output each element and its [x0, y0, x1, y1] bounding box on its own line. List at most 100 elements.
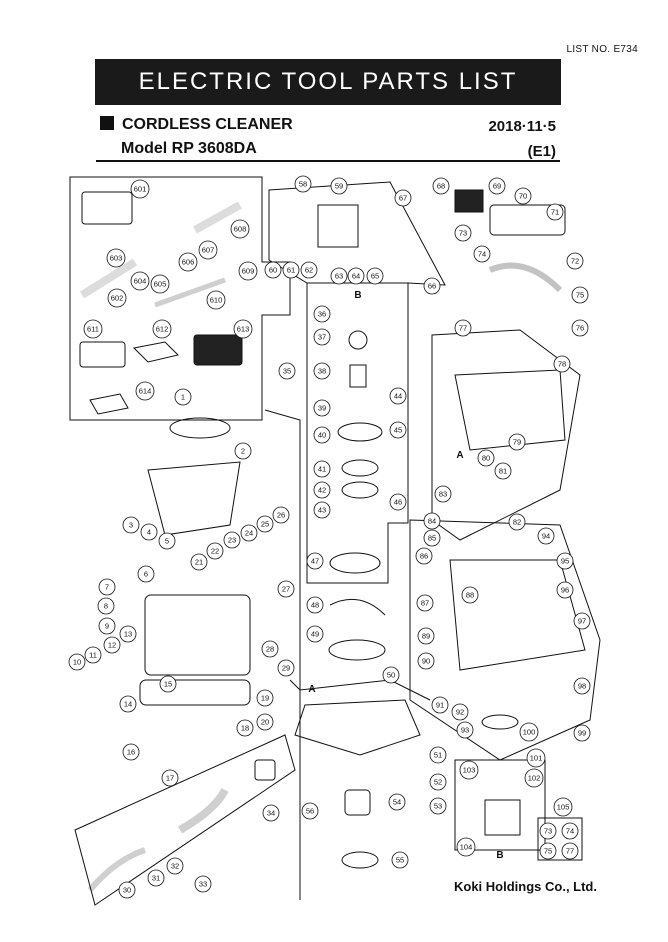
callout-circle	[417, 627, 435, 645]
base-leader-line	[289, 679, 431, 701]
part-number-75: 75	[544, 847, 552, 856]
part-sketch	[484, 799, 521, 836]
part-number-37: 37	[318, 333, 326, 342]
company-name: Koki Holdings Co., Ltd.	[454, 879, 597, 894]
part-number-56: 56	[306, 807, 314, 816]
part-number-14: 14	[124, 700, 132, 709]
part-number-45: 45	[394, 426, 402, 435]
part-number-12: 12	[108, 641, 116, 650]
part-number-31: 31	[152, 874, 160, 883]
callout-circle	[423, 512, 441, 530]
part-number-22: 22	[211, 547, 219, 556]
callout-circle	[454, 224, 472, 242]
part-number-1: 1	[181, 393, 185, 402]
part-sketch	[454, 189, 484, 213]
part-number-70: 70	[519, 192, 527, 201]
callout-circle	[122, 743, 140, 761]
part-number-98: 98	[578, 682, 586, 691]
callout-circle	[330, 177, 348, 195]
callout-circle	[264, 261, 282, 279]
part-sketch	[481, 714, 519, 730]
part-number-20: 20	[261, 718, 269, 727]
part-sketch	[317, 204, 359, 248]
callout-circle	[223, 531, 241, 549]
callout-circle	[556, 581, 574, 599]
callout-circle	[233, 319, 253, 339]
part-number-24: 24	[245, 529, 253, 538]
part-number-612: 612	[156, 325, 169, 334]
part-number-96: 96	[561, 586, 569, 595]
part-number-41: 41	[318, 465, 326, 474]
callout-circle	[415, 547, 433, 565]
callout-circle	[508, 513, 526, 531]
callout-circle	[306, 552, 324, 570]
part-number-28: 28	[266, 645, 274, 654]
part-sketch	[489, 204, 566, 236]
part-number-43: 43	[318, 506, 326, 515]
part-sketch	[337, 422, 383, 442]
part-sketch	[488, 262, 563, 293]
part-number-82: 82	[513, 518, 521, 527]
part-number-91: 91	[436, 701, 444, 710]
callout-circle	[130, 179, 150, 199]
part-number-61: 61	[287, 266, 295, 275]
part-number-62: 62	[305, 266, 313, 275]
part-number-69: 69	[493, 182, 501, 191]
callout-circle	[571, 286, 589, 304]
part-sketch	[89, 393, 129, 415]
part-number-75: 75	[576, 291, 584, 300]
part-number-84: 84	[428, 517, 436, 526]
part-number-86: 86	[420, 552, 428, 561]
part-sketch	[79, 258, 138, 299]
callout-circle	[451, 703, 469, 721]
part-number-48: 48	[311, 601, 319, 610]
callout-circle	[313, 426, 331, 444]
part-number-79: 79	[513, 438, 521, 447]
marker-b-bottom: B	[496, 850, 503, 861]
callout-circle	[178, 252, 198, 272]
part-number-38: 38	[318, 367, 326, 376]
callout-circle	[118, 881, 136, 899]
product-name-line: CORDLESS CLEANER	[100, 116, 293, 134]
part-number-604: 604	[134, 277, 147, 286]
callout-circle	[456, 837, 476, 857]
callout-circle	[262, 804, 280, 822]
part-sketch	[344, 789, 371, 816]
part-number-35: 35	[283, 367, 291, 376]
callout-circle	[382, 666, 400, 684]
part-number-80: 80	[482, 454, 490, 463]
callout-circle	[206, 542, 224, 560]
callout-circle	[313, 328, 331, 346]
callout-circle	[514, 187, 532, 205]
part-number-40: 40	[318, 431, 326, 440]
callout-circle	[256, 713, 274, 731]
callout-circle	[119, 625, 137, 643]
part-number-610: 610	[210, 296, 223, 305]
part-number-92: 92	[456, 708, 464, 717]
part-number-23: 23	[228, 536, 236, 545]
callout-circle	[158, 532, 176, 550]
part-number-104: 104	[460, 843, 473, 852]
part-number-602: 602	[111, 294, 124, 303]
part-number-103: 103	[463, 766, 476, 775]
part-sketch	[328, 639, 386, 661]
model-name: Model RP 3608DA	[121, 140, 257, 157]
part-number-25: 25	[261, 520, 269, 529]
callout-circle	[261, 640, 279, 658]
part-number-7: 7	[105, 583, 109, 592]
part-number-39: 39	[318, 404, 326, 413]
callout-circle	[198, 240, 218, 260]
part-number-87: 87	[421, 599, 429, 608]
part-sketch	[341, 481, 379, 499]
callout-circle	[389, 493, 407, 511]
callout-circle	[313, 501, 331, 519]
part-number-73: 73	[459, 229, 467, 238]
part-number-77: 77	[459, 324, 467, 333]
part-sketch	[139, 679, 251, 706]
callout-circle	[553, 355, 571, 373]
callout-circle	[238, 261, 258, 281]
part-number-88: 88	[466, 591, 474, 600]
callout-circle	[494, 462, 512, 480]
callout-circle	[301, 802, 319, 820]
